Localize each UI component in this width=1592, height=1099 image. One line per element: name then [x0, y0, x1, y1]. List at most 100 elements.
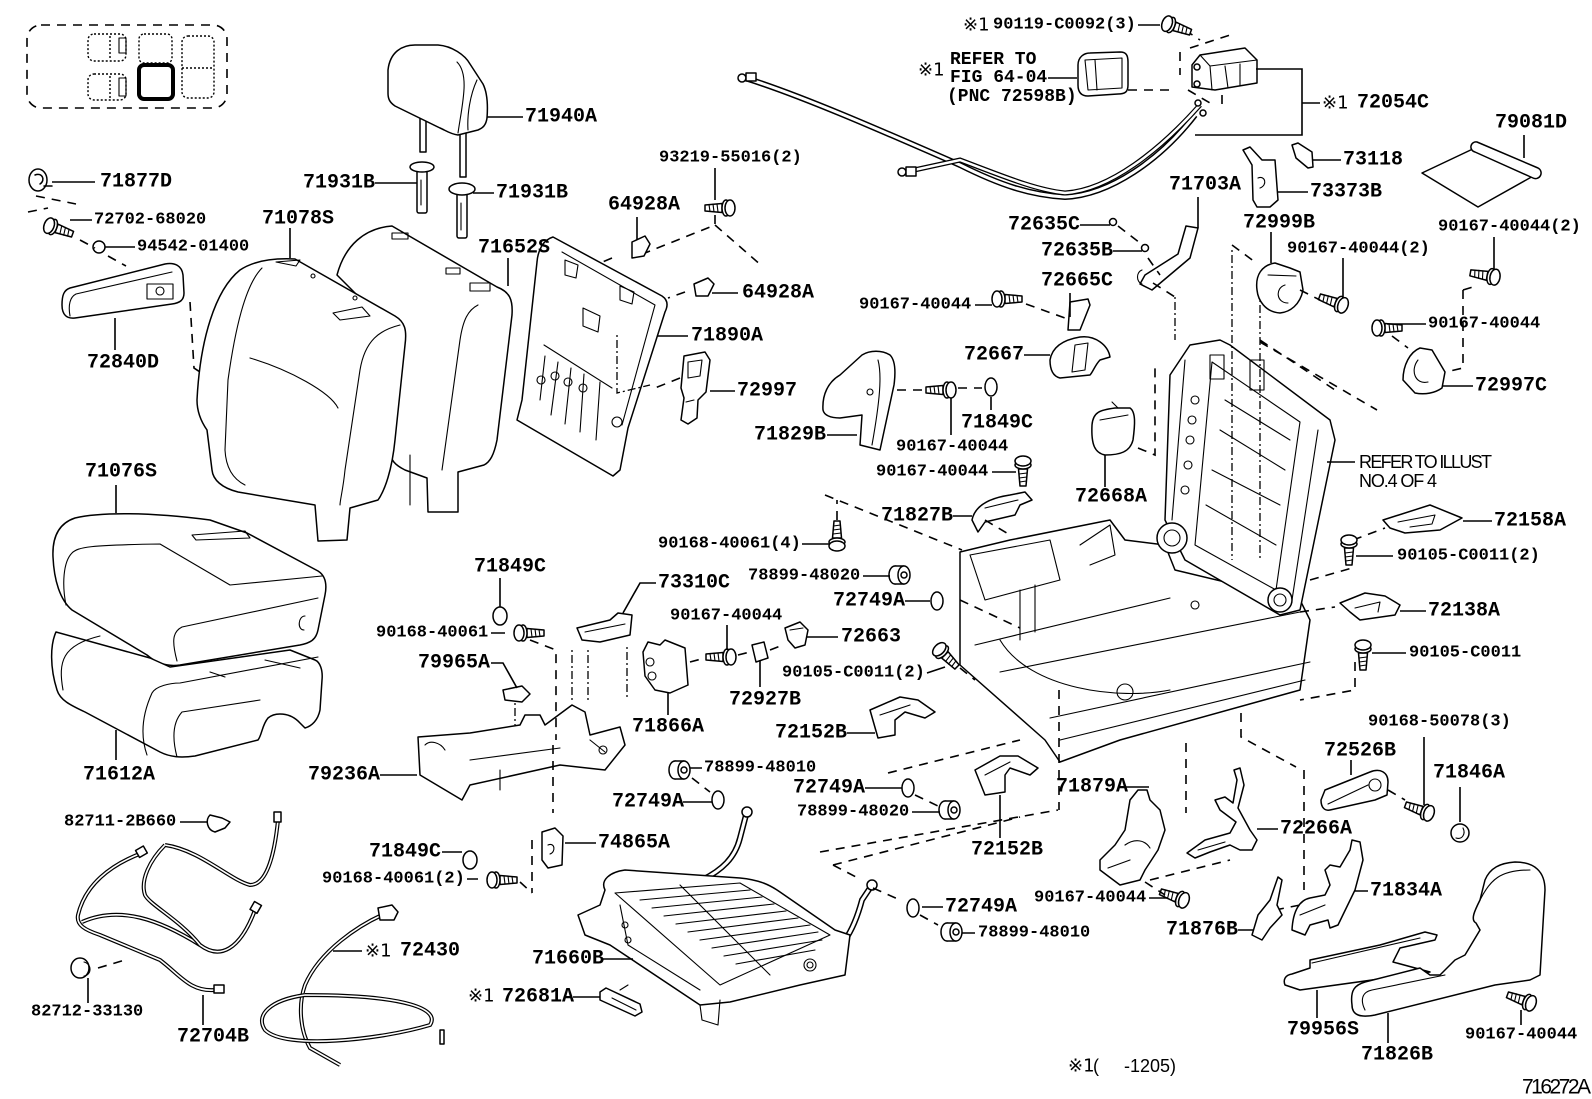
part-callout[interactable]: 90168-50078(3)	[1368, 713, 1511, 732]
part-callout[interactable]: 72749A	[833, 590, 905, 613]
part-callout[interactable]: 72997	[737, 380, 797, 403]
part-callout[interactable]: 78899-48020	[748, 567, 860, 586]
part-callout[interactable]: 71829B	[754, 424, 826, 447]
part-callout[interactable]: 90167-40044	[1034, 889, 1146, 908]
part-callout[interactable]: 72749A	[945, 896, 1017, 919]
part-callout[interactable]: 72158A	[1494, 510, 1566, 533]
part-callout[interactable]: 73310C	[658, 572, 730, 595]
cover-71876b-drawing	[1251, 876, 1283, 941]
part-callout[interactable]: 71876B	[1166, 919, 1238, 942]
part-callout[interactable]: 72054C	[1357, 92, 1429, 115]
part-callout[interactable]: 82712-33130	[31, 1003, 143, 1022]
cover-72152b-lower-drawing	[974, 755, 1039, 796]
part-callout[interactable]: 71834A	[1370, 880, 1442, 903]
part-callout[interactable]: 72663	[841, 626, 901, 649]
part-callout[interactable]: 71879A	[1056, 776, 1128, 799]
part-callout[interactable]: 72749A	[612, 791, 684, 814]
part-callout[interactable]: 72999B	[1243, 212, 1315, 235]
part-callout[interactable]: 79081D	[1495, 112, 1567, 135]
part-callout[interactable]: 72635C	[1008, 214, 1080, 237]
part-callout[interactable]: 71931B	[496, 182, 568, 205]
part-callout[interactable]: 90105-C0011	[1409, 644, 1521, 663]
part-callout[interactable]: 90167-40044	[859, 296, 971, 315]
part-callout[interactable]: 71076S	[85, 461, 157, 484]
part-callout[interactable]: 72840D	[87, 352, 159, 375]
seat-cushion-pad-drawing	[50, 631, 323, 758]
part-callout[interactable]: 93219-55016(2)	[659, 149, 802, 168]
applicability-mark: ※1	[468, 986, 495, 1007]
refer-fig-note[interactable]: FIG 64-04	[950, 68, 1047, 88]
part-callout[interactable]: 78899-48020	[797, 803, 909, 822]
part-callout[interactable]: 72681A	[502, 986, 574, 1009]
part-callout[interactable]: 90167-40044	[670, 607, 782, 626]
part-callout[interactable]: 73373B	[1310, 181, 1382, 204]
refer-illust-note[interactable]: REFER TO ILLUST	[1359, 452, 1492, 472]
part-callout[interactable]: 71849C	[961, 412, 1033, 435]
part-callout[interactable]: 71703A	[1169, 174, 1241, 197]
part-callout[interactable]: 71940A	[525, 106, 597, 129]
part-callout[interactable]: 72430	[400, 940, 460, 963]
part-callout[interactable]: 72667	[964, 344, 1024, 367]
part-callout[interactable]: 79956S	[1287, 1019, 1359, 1042]
part-callout[interactable]: 90168-40061(4)	[658, 535, 801, 554]
part-callout[interactable]: 72702-68020	[94, 211, 206, 230]
part-callout[interactable]: 64928A	[742, 282, 814, 305]
part-callout[interactable]: 90168-40061	[376, 624, 488, 643]
part-callout[interactable]: 72152B	[775, 722, 847, 745]
part-callout[interactable]: 78899-48010	[978, 924, 1090, 943]
plate-72158a-drawing	[1382, 504, 1463, 534]
part-callout[interactable]: 79965A	[418, 652, 490, 675]
bracket-74865a-drawing	[541, 827, 564, 869]
part-callout[interactable]: 90119-C0092(3)	[993, 16, 1136, 35]
part-callout[interactable]: 90105-C0011(2)	[782, 664, 925, 683]
part-callout[interactable]: 71866A	[632, 716, 704, 739]
part-callout[interactable]: 71890A	[691, 325, 763, 348]
part-callout[interactable]: 72266A	[1280, 818, 1352, 841]
part-callout[interactable]: 90167-40044(2)	[1438, 218, 1581, 237]
part-callout[interactable]: 72997C	[1475, 375, 1547, 398]
part-callout[interactable]: 71660B	[532, 948, 604, 971]
part-callout[interactable]: 94542-01400	[137, 238, 249, 257]
part-callout[interactable]: 71931B	[303, 172, 375, 195]
part-callout[interactable]: 90167-40044(2)	[1287, 240, 1430, 259]
seatback-front-cover-drawing	[196, 258, 407, 542]
part-callout[interactable]: 74865A	[598, 832, 670, 855]
part-callout[interactable]: 72526B	[1324, 740, 1396, 763]
part-callout[interactable]: 71652S	[478, 237, 550, 260]
part-callout[interactable]: 71849C	[474, 556, 546, 579]
part-callout[interactable]: 90105-C0011(2)	[1397, 547, 1540, 566]
part-callout[interactable]: 71826B	[1361, 1044, 1433, 1067]
part-callout[interactable]: 64928A	[608, 194, 680, 217]
harness-clip-82711-drawing	[206, 814, 231, 833]
part-callout[interactable]: 82711-2B660	[64, 813, 176, 832]
part-callout[interactable]: 72668A	[1075, 486, 1147, 509]
screw-icon	[1315, 288, 1352, 316]
part-callout[interactable]: 72749A	[793, 777, 865, 800]
part-callout[interactable]: 72635B	[1041, 240, 1113, 263]
part-callout[interactable]: 73118	[1343, 149, 1403, 172]
part-callout[interactable]: 90167-40044	[1428, 315, 1540, 334]
part-callout[interactable]: 72927B	[729, 689, 801, 712]
grommet-icon	[938, 800, 961, 820]
part-callout[interactable]: 71612A	[83, 764, 155, 787]
applicability-mark: ※1	[918, 60, 945, 81]
seat-locator-inset	[26, 24, 228, 109]
part-callout[interactable]: 72704B	[177, 1026, 249, 1049]
part-callout[interactable]: 90167-40044	[876, 463, 988, 482]
part-callout[interactable]: 71846A	[1433, 762, 1505, 785]
part-callout[interactable]: 90167-40044	[1465, 1026, 1577, 1045]
part-callout[interactable]: 71849C	[369, 841, 441, 864]
part-callout[interactable]: 79236A	[308, 764, 380, 787]
part-callout[interactable]: 90168-40061(2)	[322, 870, 465, 889]
part-callout[interactable]: 72665C	[1041, 270, 1113, 293]
part-callout[interactable]: 71078S	[262, 208, 334, 231]
grommet-icon	[930, 591, 944, 611]
part-callout[interactable]: 78899-48010	[704, 759, 816, 778]
release-cable-drawing	[737, 72, 1207, 201]
part-callout[interactable]: 72138A	[1428, 600, 1500, 623]
part-callout[interactable]: 71827B	[881, 505, 953, 528]
part-callout[interactable]: 90167-40044	[896, 438, 1008, 457]
part-callout[interactable]: 71877D	[100, 171, 172, 194]
part-callout[interactable]: 72152B	[971, 839, 1043, 862]
grommet-icon	[901, 778, 915, 798]
